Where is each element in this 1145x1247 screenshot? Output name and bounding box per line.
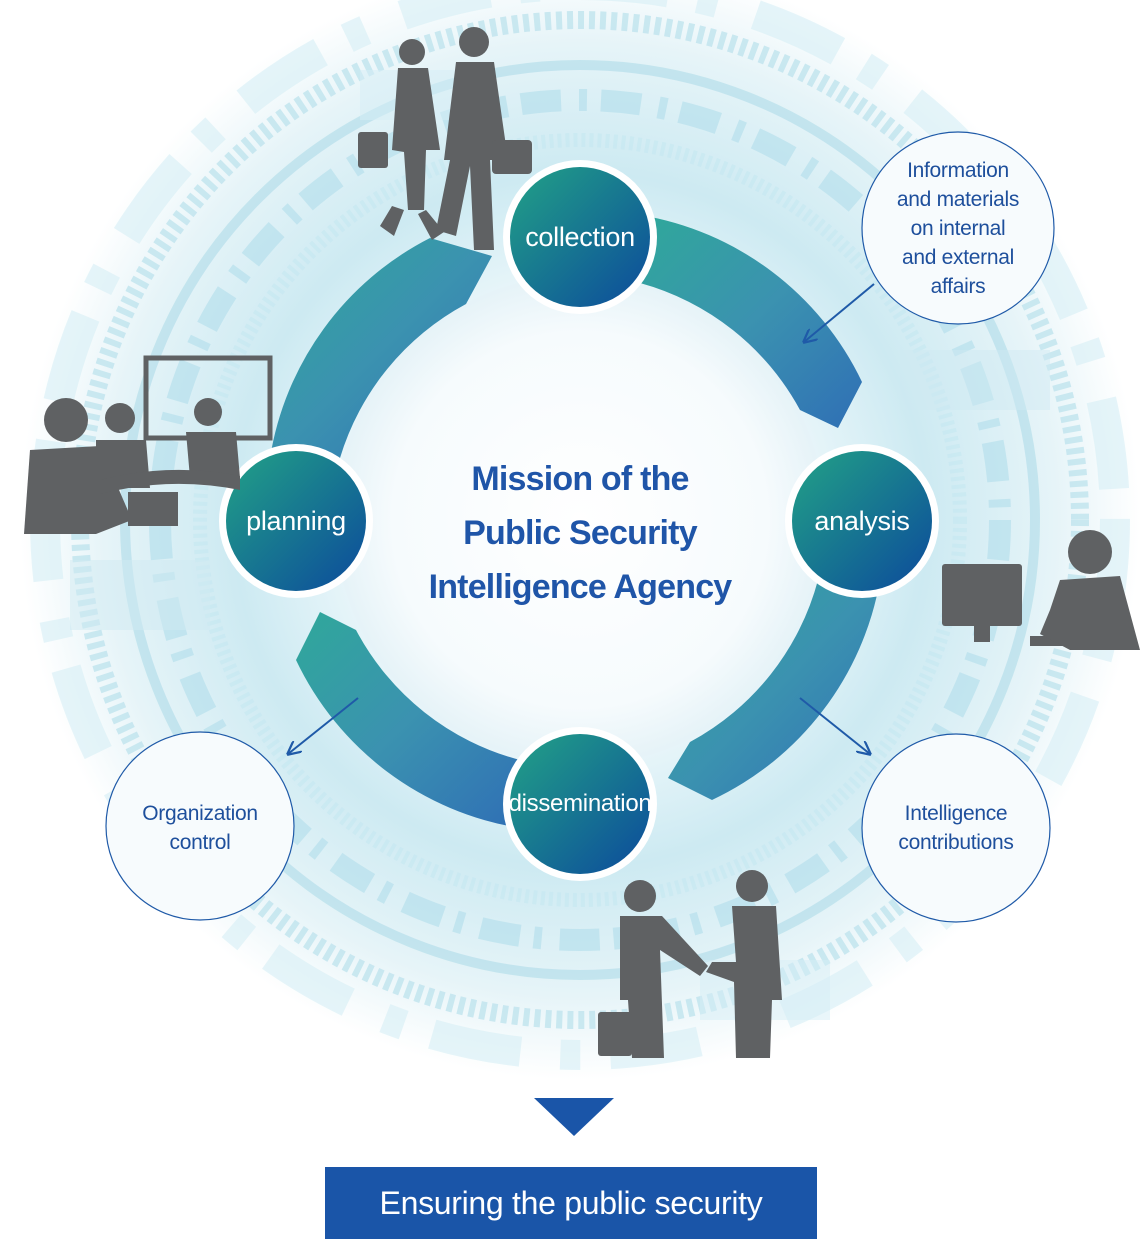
center-title-line: Mission of the	[471, 460, 689, 498]
node-label-analysis: analysis	[814, 505, 910, 536]
ring-arrow-planning-to-collection	[270, 238, 492, 458]
node-label-collection: collection	[525, 221, 635, 252]
arrow-ring-to-organization	[288, 697, 359, 754]
bubble-line: and materials	[896, 187, 1020, 211]
bubble-label-information: Information and materials on internal an…	[868, 150, 1048, 306]
node-label-dissemination: dissemination	[508, 790, 652, 817]
bubble-line: on internal	[910, 216, 1006, 240]
silhouette-meeting	[24, 355, 273, 534]
ring-arrow-collection-to-analysis	[640, 215, 862, 428]
result-box: Ensuring the public security	[325, 1167, 817, 1239]
cycle-node-collection	[503, 160, 657, 314]
node-label-planning: planning	[246, 505, 346, 536]
bubble-line: Information	[907, 158, 1009, 182]
ring-arrow-dissemination-to-planning	[296, 612, 520, 828]
silhouette-handshake	[598, 870, 782, 1058]
bubble-line: Intelligence	[904, 802, 1008, 825]
cycle-node-analysis	[785, 444, 939, 598]
center-title-line: Public Security	[463, 514, 697, 552]
silhouette-walking-people	[358, 27, 532, 250]
bubble-line: and external	[902, 245, 1014, 269]
cycle-node-planning	[219, 444, 373, 598]
cycle-node-dissemination	[503, 727, 657, 881]
bubble-line: Organization	[142, 802, 258, 825]
bubble-label-organization: Organization control	[110, 796, 290, 860]
bubble-line: affairs	[930, 274, 986, 298]
arrow-ring-to-intelligence	[799, 697, 870, 754]
bubble-line: control	[169, 831, 231, 854]
center-disc	[335, 275, 825, 765]
result-down-arrow	[534, 1098, 614, 1136]
bubble-organization	[105, 731, 295, 921]
bubble-intelligence	[861, 733, 1051, 923]
bubble-line: contributions	[898, 831, 1014, 854]
arrow-information-to-ring	[804, 283, 875, 342]
cycle-ring	[270, 215, 880, 828]
center-title: Mission of the Public Security Intellige…	[390, 452, 770, 614]
silhouette-computer-worker	[942, 530, 1140, 650]
center-title-line: Intelligence Agency	[428, 568, 733, 606]
ring-arrow-analysis-to-dissemination	[668, 580, 880, 800]
bubble-label-intelligence: Intelligence contributions	[866, 796, 1046, 860]
bubble-information	[861, 131, 1055, 325]
